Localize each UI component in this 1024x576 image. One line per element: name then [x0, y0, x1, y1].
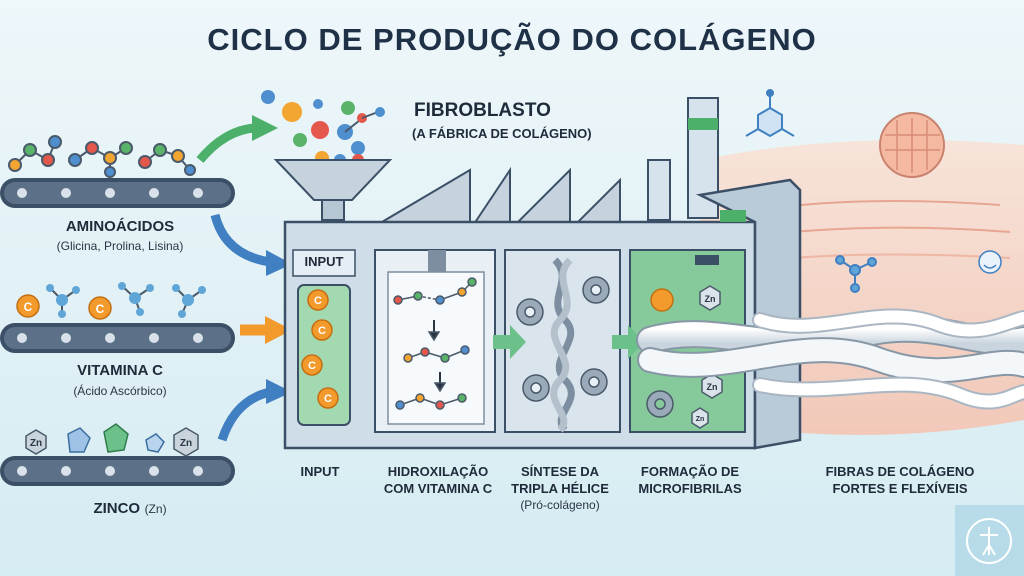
- watermark-logo: [955, 505, 1024, 576]
- svg-text:C: C: [24, 300, 33, 314]
- svg-text:Zn: Zn: [707, 382, 718, 392]
- input-detail-amino: (Glicina, Prolina, Lisina): [56, 239, 184, 253]
- stage-helix-line1: SÍNTESE DA: [520, 464, 599, 479]
- conveyor-belt-vitamin: [0, 323, 235, 353]
- output-line2: FORTES E FLEXÍVEIS: [832, 481, 968, 496]
- stage-helix-line2: TRIPLA HÉLICE: [511, 481, 609, 496]
- hexagon-molecule-icon: [745, 89, 795, 138]
- factory-subtitle: (A FÁBRICA DE COLÁGENO): [412, 126, 592, 141]
- input-label-vitamin: VITAMINA C: [77, 362, 163, 379]
- zinc-crystals: Zn Zn: [25, 423, 199, 457]
- stage-microfibrils-line2: MICROFIBRILAS: [638, 481, 742, 496]
- zinc-label: ZINCO: [93, 500, 141, 517]
- svg-text:Zn: Zn: [705, 294, 716, 304]
- vitamin-c-capsules: C C C C: [301, 289, 339, 409]
- triple-helix: [550, 257, 575, 433]
- stage-arrows: [493, 325, 644, 359]
- output-label: FIBRAS DE COLÁGENO FORTES E FLEXÍVEIS: [805, 463, 995, 497]
- factory-name: FIBROBLASTO: [414, 100, 551, 121]
- svg-text:Zn: Zn: [180, 438, 192, 449]
- microfibril-items: Zn Zn Zn: [650, 285, 723, 429]
- input-sign: INPUT: [304, 254, 344, 269]
- svg-text:Zn: Zn: [696, 416, 705, 423]
- flow-arrows: [196, 115, 292, 442]
- input-label-zinc: ZINCO (Zn): [50, 500, 210, 518]
- svg-text:C: C: [308, 360, 316, 372]
- input-label-amino: AMINOÁCIDOS: [65, 218, 175, 235]
- hydroxylation-chains: [393, 277, 477, 410]
- skin-cell-icon: [879, 112, 945, 178]
- svg-text:C: C: [314, 295, 322, 307]
- stage-label-helix: SÍNTESE DA TRIPLA HÉLICE (Pró-colágeno): [500, 463, 620, 514]
- stage-helix-note: (Pró-colágeno): [520, 498, 600, 512]
- stage-label-input: INPUT: [285, 463, 355, 480]
- gear-icons: [516, 276, 674, 418]
- stage-input-line1: INPUT: [300, 464, 340, 479]
- input-detail-vitamin: (Ácido Ascórbico): [73, 384, 167, 398]
- svg-text:C: C: [324, 393, 332, 405]
- smile-molecule-icon: [978, 250, 1002, 274]
- svg-text:C: C: [96, 302, 105, 316]
- stage-hydroxylation-line2: COM VITAMINA C: [383, 481, 493, 496]
- page-title: CICLO DE PRODUÇÃO DO COLÁGENO: [207, 22, 817, 57]
- svg-text:C: C: [318, 325, 326, 337]
- stage-label-microfibrils: FORMAÇÃO DE MICROFIBRILAS: [625, 463, 755, 497]
- small-molecule-icon: [835, 255, 877, 293]
- svg-text:Zn: Zn: [30, 438, 42, 449]
- vitamin-c-molecules: C C: [16, 282, 206, 320]
- amino-acid-molecules: [8, 135, 196, 178]
- zinc-detail: (Zn): [144, 502, 167, 516]
- stage-hydroxylation-line1: HIDROXILAÇÃO: [387, 464, 489, 479]
- stage-microfibrils-line1: FORMAÇÃO DE: [640, 464, 740, 479]
- conveyor-belt-amino: [0, 178, 235, 208]
- collagen-fiber-rope: [636, 308, 1024, 410]
- stage-label-hydroxylation: HIDROXILAÇÃO COM VITAMINA C: [368, 463, 508, 497]
- output-line1: FIBRAS DE COLÁGENO: [825, 464, 975, 479]
- falling-molecules: [261, 90, 385, 166]
- conveyor-belt-zinc: [0, 456, 235, 486]
